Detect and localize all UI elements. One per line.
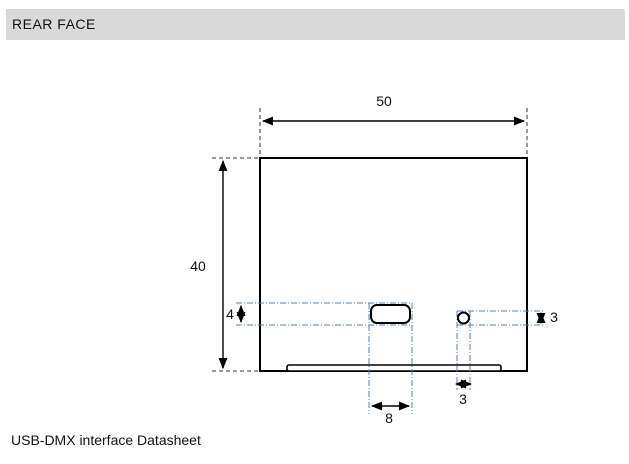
section-title: REAR FACE [12,16,96,32]
hole-width-label: 3 [459,391,467,407]
device-rear-outline [259,157,528,372]
led-hole [457,311,470,325]
usb-slot [370,304,411,324]
slot-height-label: 4 [226,306,234,322]
hole-height-label: 3 [550,309,558,325]
footer-text: USB-DMX interface Datasheet [11,432,201,448]
slot-width-label: 8 [385,410,393,426]
width-label: 50 [376,93,392,109]
height-label: 40 [190,258,206,274]
section-header: REAR FACE [6,9,625,40]
bottom-rail [286,364,502,372]
